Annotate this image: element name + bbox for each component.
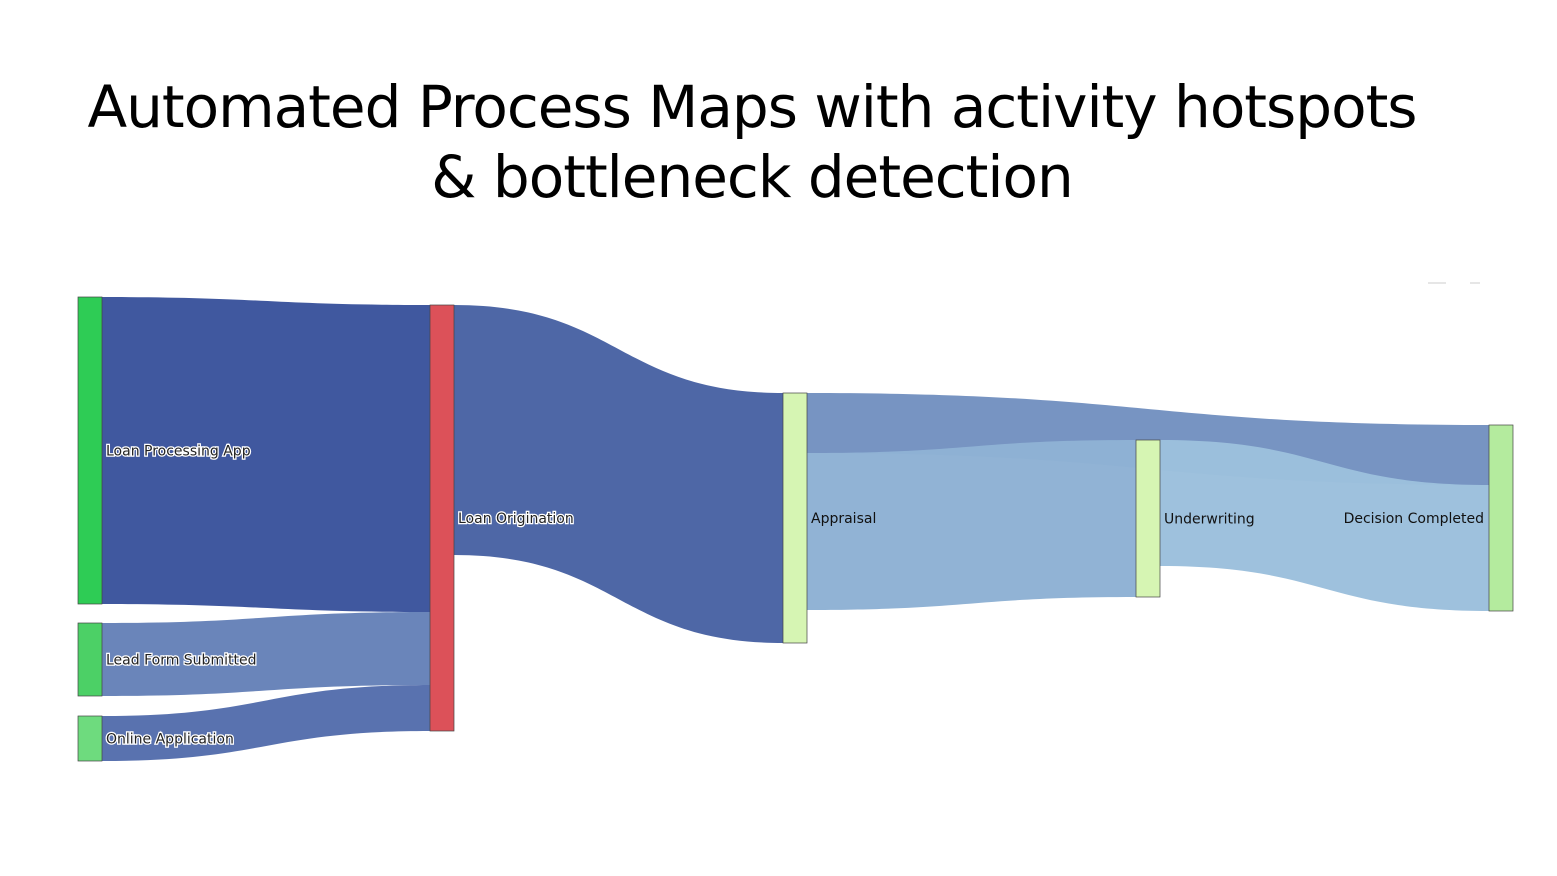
sankey-nodes [77,296,1514,762]
slide-title: Automated Process Maps with activity hot… [0,72,1504,212]
node-label-lead-form-submitted: Lead Form Submitted [106,653,256,669]
node-underwriting[interactable] [1135,439,1161,598]
node-loan-origination[interactable] [429,304,455,732]
node-label-underwriting: Underwriting [1164,512,1255,528]
node-loan-processing-app[interactable] [77,296,103,605]
node-appraisal[interactable] [782,392,808,644]
node-label-loan-processing-app: Loan Processing App [106,444,251,460]
sankey-links [102,297,1489,761]
node-label-online-application: Online Application [106,732,234,748]
node-online-application[interactable] [77,715,103,762]
link-online-application-to-loan-origination [102,685,430,761]
link-underwriting-to-decision-completed [1160,440,1489,611]
link-loan-origination-to-appraisal [454,305,783,643]
toolbar-hint [1428,280,1484,286]
slide-title-line-2: & bottleneck detection [431,143,1074,211]
node-label-decision-completed: Decision Completed [1344,511,1484,527]
link-lead-form-submitted-to-loan-origination [102,612,430,696]
node-lead-form-submitted[interactable] [77,622,103,697]
node-label-appraisal: Appraisal [811,511,876,527]
node-label-loan-origination: Loan Origination [458,511,574,527]
link-loan-processing-app-to-loan-origination [102,297,430,612]
link-appraisal-to-underwriting [807,440,1136,610]
slide-title-line-1: Automated Process Maps with activity hot… [87,73,1417,141]
node-decision-completed[interactable] [1488,424,1514,612]
